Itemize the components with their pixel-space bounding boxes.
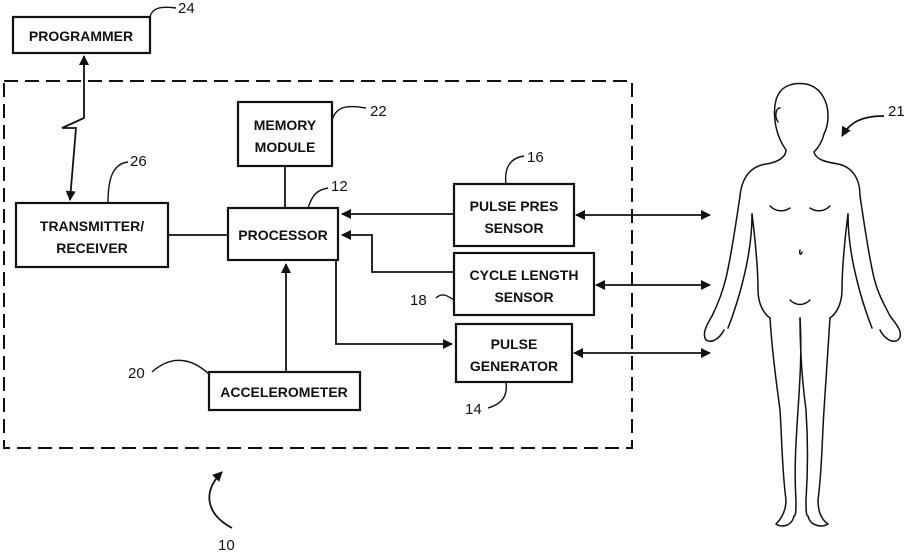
- processor-block: PROCESSOR: [228, 208, 338, 260]
- memory-module-block: MEMORY MODULE: [238, 102, 332, 166]
- processor-label: PROCESSOR: [238, 227, 327, 243]
- ref-10: 10: [218, 537, 235, 553]
- accelerometer-label: ACCELEROMETER: [220, 384, 348, 400]
- cycle-length-label-line1: CYCLE LENGTH: [470, 267, 579, 283]
- pulse-generator-label-line2: GENERATOR: [470, 358, 558, 374]
- cycle-length-label-line2: SENSOR: [494, 289, 553, 305]
- ref-10-arrow: [209, 472, 232, 528]
- cycle-length-sensor-block: CYCLE LENGTH SENSOR: [454, 253, 594, 315]
- programmer-label: PROGRAMMER: [29, 28, 133, 44]
- wireless-link: [62, 56, 84, 200]
- ref-21-arrow: [842, 116, 884, 136]
- cycle-length-to-processor-wire: [342, 235, 454, 272]
- ref-26: 26: [130, 153, 147, 170]
- ref-16: 16: [527, 149, 544, 166]
- transmitter-receiver-block: TRANSMITTER/ RECEIVER: [16, 203, 168, 267]
- transmitter-label-line1: TRANSMITTER/: [40, 218, 144, 234]
- pulse-generator-label-line1: PULSE: [491, 336, 538, 352]
- ref-20: 20: [128, 365, 145, 382]
- pulse-pres-label-line2: SENSOR: [484, 220, 543, 236]
- transmitter-label-line2: RECEIVER: [56, 240, 128, 256]
- pulse-generator-block: PULSE GENERATOR: [456, 324, 572, 382]
- memory-label-line2: MODULE: [255, 139, 316, 155]
- memory-label-line1: MEMORY: [254, 117, 317, 133]
- pulse-pres-sensor-block: PULSE PRES SENSOR: [454, 184, 574, 246]
- ref-24: 24: [178, 0, 195, 17]
- patient-figure: [704, 84, 900, 526]
- ref-22: 22: [370, 103, 387, 120]
- pulse-pres-label-line1: PULSE PRES: [470, 198, 559, 214]
- accelerometer-block: ACCELEROMETER: [209, 372, 360, 410]
- ref-12: 12: [331, 178, 348, 195]
- ref-14: 14: [465, 401, 482, 418]
- ref-21: 21: [888, 103, 905, 120]
- ref-18: 18: [410, 292, 427, 309]
- programmer-block: PROGRAMMER: [13, 17, 150, 53]
